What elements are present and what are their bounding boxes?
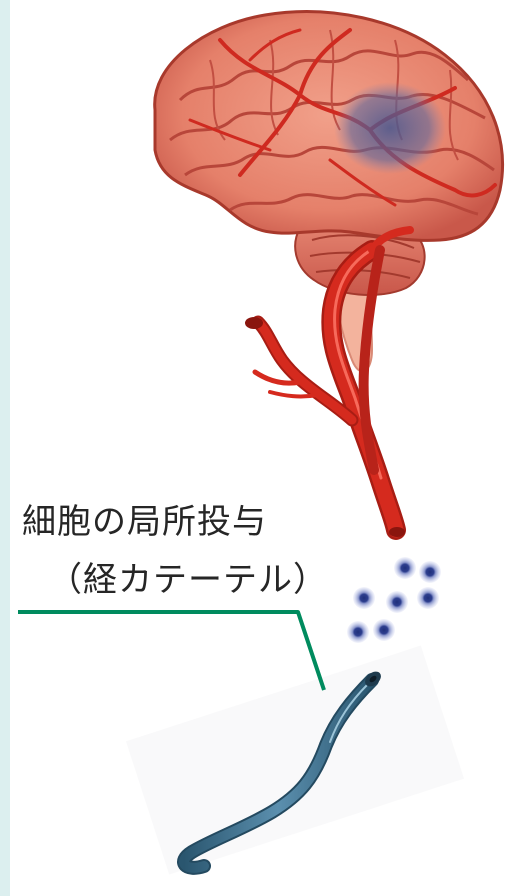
leader-line (18, 612, 324, 690)
caption-line-2: （経カテーテル） (48, 558, 388, 602)
caption-line-1: 細胞の局所投与 (22, 500, 362, 544)
cerebrum (155, 12, 503, 241)
catheter-panel (126, 646, 464, 875)
lesion-area (334, 82, 446, 174)
